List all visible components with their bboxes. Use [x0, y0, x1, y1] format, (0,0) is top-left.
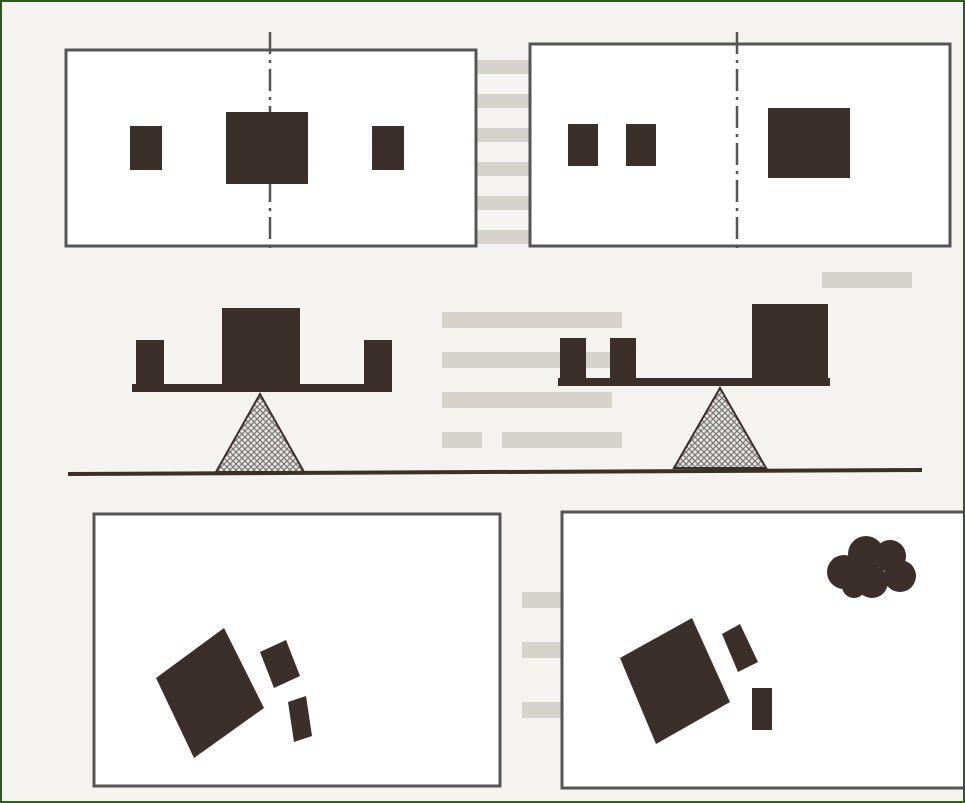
left-weight [136, 340, 164, 388]
large-right-square [768, 108, 850, 178]
ground-line [68, 470, 922, 474]
small-left-square [130, 126, 162, 170]
right-weight [752, 304, 828, 384]
small-right-square [372, 126, 404, 170]
right-weight [364, 340, 392, 388]
rotated-shapes-panel [94, 514, 500, 786]
left-weight-2 [610, 338, 636, 384]
small-left-square-1 [568, 124, 598, 166]
asymmetric-balance-panel [530, 32, 950, 254]
fulcrum [674, 388, 766, 468]
small-left-square-2 [626, 124, 656, 166]
large-center-square [226, 112, 308, 184]
symmetric-scale [132, 308, 392, 472]
rotated-shapes-cloud-panel [562, 512, 965, 788]
symmetric-balance-panel [66, 32, 476, 254]
small-rotated-rect-2 [752, 688, 772, 730]
center-weight [222, 308, 300, 388]
left-weight-1 [560, 338, 586, 384]
fulcrum [216, 394, 304, 472]
